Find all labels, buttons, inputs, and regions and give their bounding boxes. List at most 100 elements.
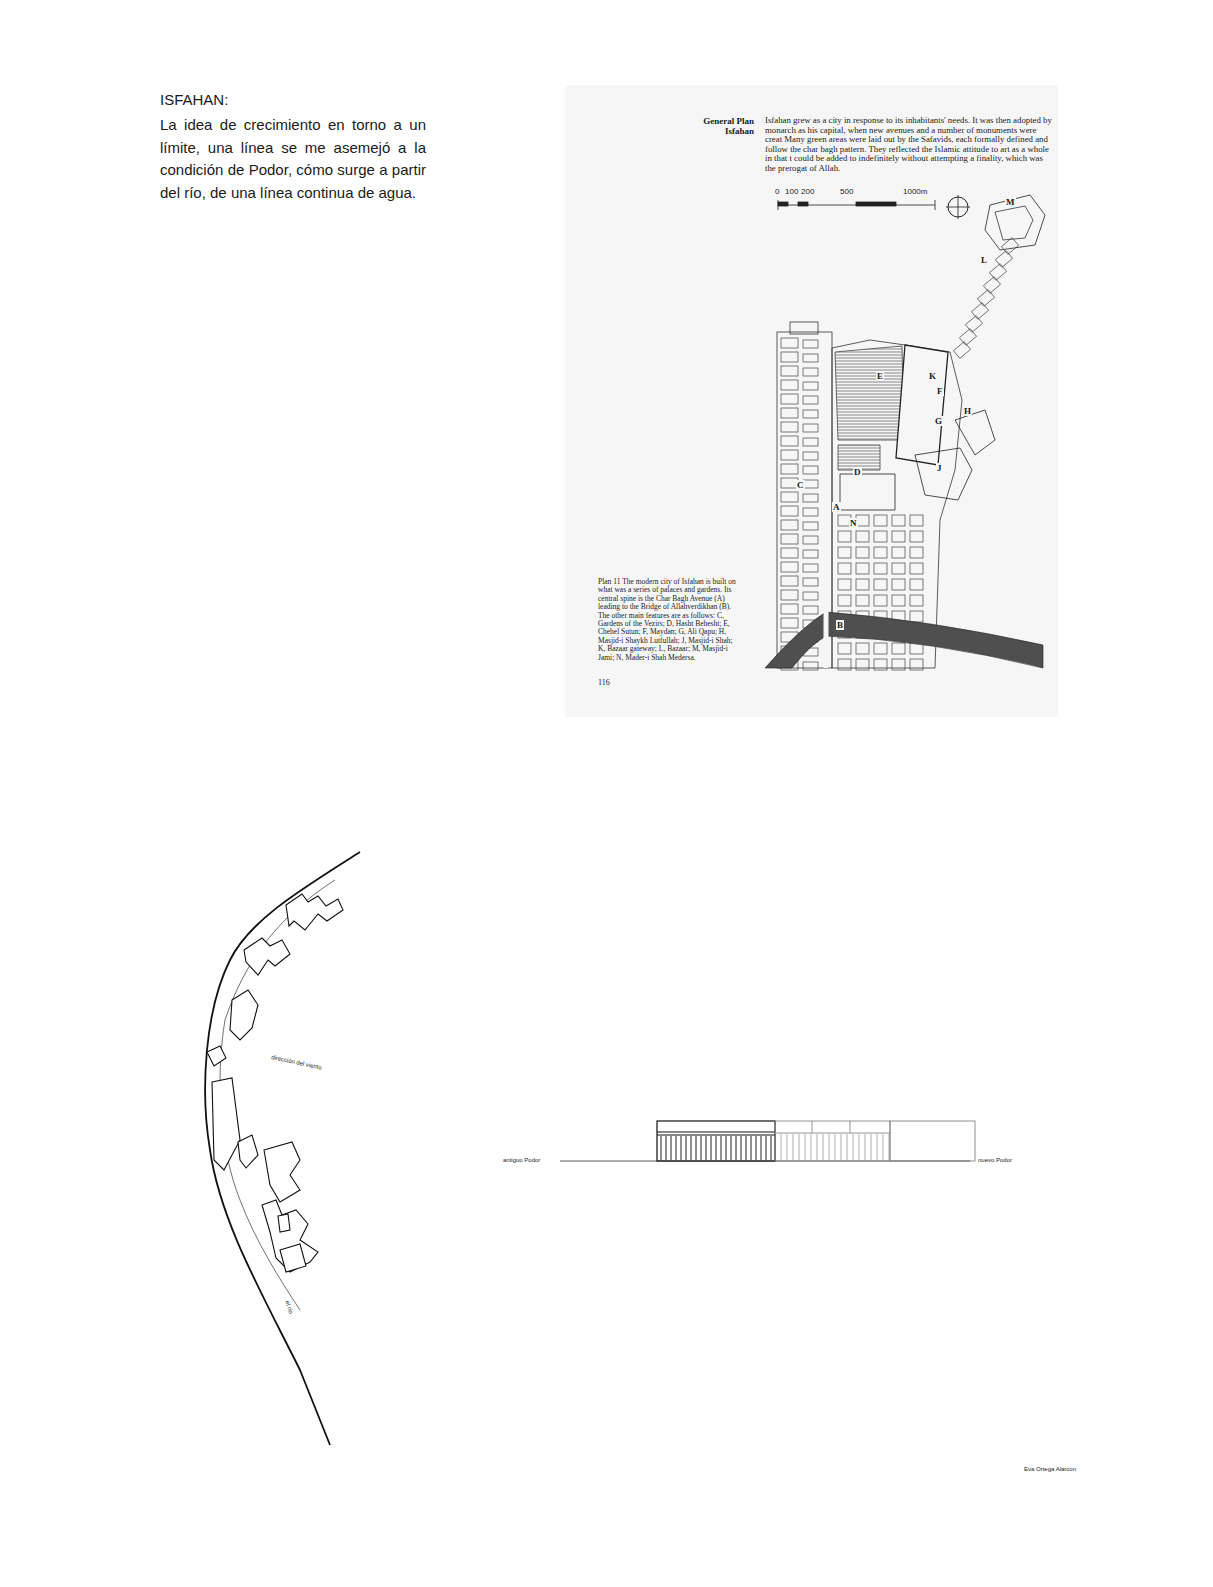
- plan-block: [781, 562, 798, 572]
- plan-block: [892, 659, 905, 670]
- plan-block: [874, 515, 887, 526]
- plan-block: [781, 604, 798, 614]
- plan-block: [910, 531, 923, 542]
- plan-block: [781, 450, 798, 460]
- plan-block: [803, 452, 818, 460]
- plan-block: [910, 563, 923, 574]
- plan-block: [803, 396, 818, 404]
- plan-block: [798, 202, 808, 206]
- scale-number: 0: [775, 187, 779, 196]
- drawing-line: [799, 1134, 800, 1160]
- scale-number: 200: [801, 187, 814, 196]
- drawing-line: [262, 1200, 318, 1272]
- drawing-line: [736, 1136, 737, 1160]
- plan-block: [856, 202, 896, 206]
- author-name: Eva Ortega Alarcon: [1024, 1466, 1076, 1473]
- plan-block: [892, 643, 905, 654]
- plan-block: [910, 579, 923, 590]
- plan-block: [778, 202, 788, 206]
- plan-block: [892, 579, 905, 590]
- plan-block: [803, 662, 818, 670]
- drawing-line: [731, 1136, 732, 1160]
- drawing-line: [805, 1134, 806, 1160]
- plan-heading: General Plan Isfahan: [690, 116, 754, 136]
- plan-letter: J: [936, 463, 943, 473]
- plan-block: [874, 563, 887, 574]
- plan-block: [910, 659, 923, 670]
- drawing-line: [935, 200, 936, 210]
- drawing-line: [205, 852, 360, 1445]
- plan-block: [856, 515, 869, 526]
- scale-number: 100: [785, 187, 798, 196]
- elevation-stripes: [661, 1134, 889, 1160]
- drawing-line: [853, 1134, 854, 1160]
- plan-block: [856, 643, 869, 654]
- plan-block: [910, 611, 923, 622]
- river: [765, 612, 1043, 668]
- drawing-line: [220, 880, 335, 1310]
- plan-block: [856, 659, 869, 670]
- plan-block: [781, 576, 798, 586]
- plan-block: [803, 508, 818, 516]
- drawing-line: [280, 1244, 306, 1272]
- plan-block: [777, 332, 832, 668]
- drawing-line: [766, 1136, 767, 1160]
- plan-block: [838, 659, 851, 670]
- drawing-line: [840, 474, 895, 510]
- drawing-line: [264, 1142, 300, 1202]
- drawing-line: [877, 1134, 878, 1160]
- plan-block: [874, 547, 887, 558]
- plan-block: [781, 520, 798, 530]
- plan-block: [910, 547, 923, 558]
- elevation: [560, 1121, 975, 1161]
- plan-block: [892, 563, 905, 574]
- plan-block: [856, 547, 869, 558]
- plan-block: [892, 547, 905, 558]
- drawing-line: [741, 1136, 742, 1160]
- plan-block: [803, 564, 818, 572]
- plan-block: [971, 303, 988, 320]
- plan-block: [803, 466, 818, 474]
- plan-block: [977, 290, 994, 307]
- plan-block: [781, 394, 798, 404]
- plan-block: [953, 342, 970, 359]
- north-symbol: [946, 195, 970, 219]
- plan-block: [803, 438, 818, 446]
- city-blocks: [781, 238, 1019, 670]
- drawing-line: [995, 206, 1033, 240]
- plan-block: [781, 618, 798, 628]
- plan-letter: A: [832, 502, 841, 512]
- plan-block: [803, 480, 818, 488]
- drawing-line: [756, 1136, 757, 1160]
- drawing-line: [696, 1136, 697, 1160]
- city-plan: [777, 195, 1045, 668]
- page-number: 116: [598, 678, 610, 687]
- drawing-line: [850, 1121, 851, 1133]
- plan-block: [983, 277, 1000, 294]
- drawing-line: [746, 1136, 747, 1160]
- plan-block: [803, 340, 818, 348]
- drawing-line: [666, 1136, 667, 1160]
- plan-block: [856, 579, 869, 590]
- scale-number: 500: [840, 187, 853, 196]
- drawing-line: [811, 1134, 812, 1160]
- drawing-line: [716, 1136, 717, 1160]
- plan-block: [892, 595, 905, 606]
- drawing-line: [657, 1135, 775, 1136]
- plan-block: [781, 366, 798, 376]
- drawing-line: [915, 448, 972, 500]
- drawing-line: [751, 1136, 752, 1160]
- plan-block: [803, 592, 818, 600]
- scale-bar: [778, 200, 935, 210]
- plan-block: [781, 548, 798, 558]
- plan-block: [781, 408, 798, 418]
- plan-caption: Plan 11 The modern city of Isfahan is bu…: [598, 578, 736, 662]
- drawing-line: [706, 1136, 707, 1160]
- drawing-line: [721, 1136, 722, 1160]
- plan-letter: E: [876, 371, 884, 381]
- drawing-line: [787, 1134, 788, 1160]
- drawing-line: [889, 1134, 890, 1160]
- plan-block: [995, 251, 1012, 268]
- plan-block: [874, 595, 887, 606]
